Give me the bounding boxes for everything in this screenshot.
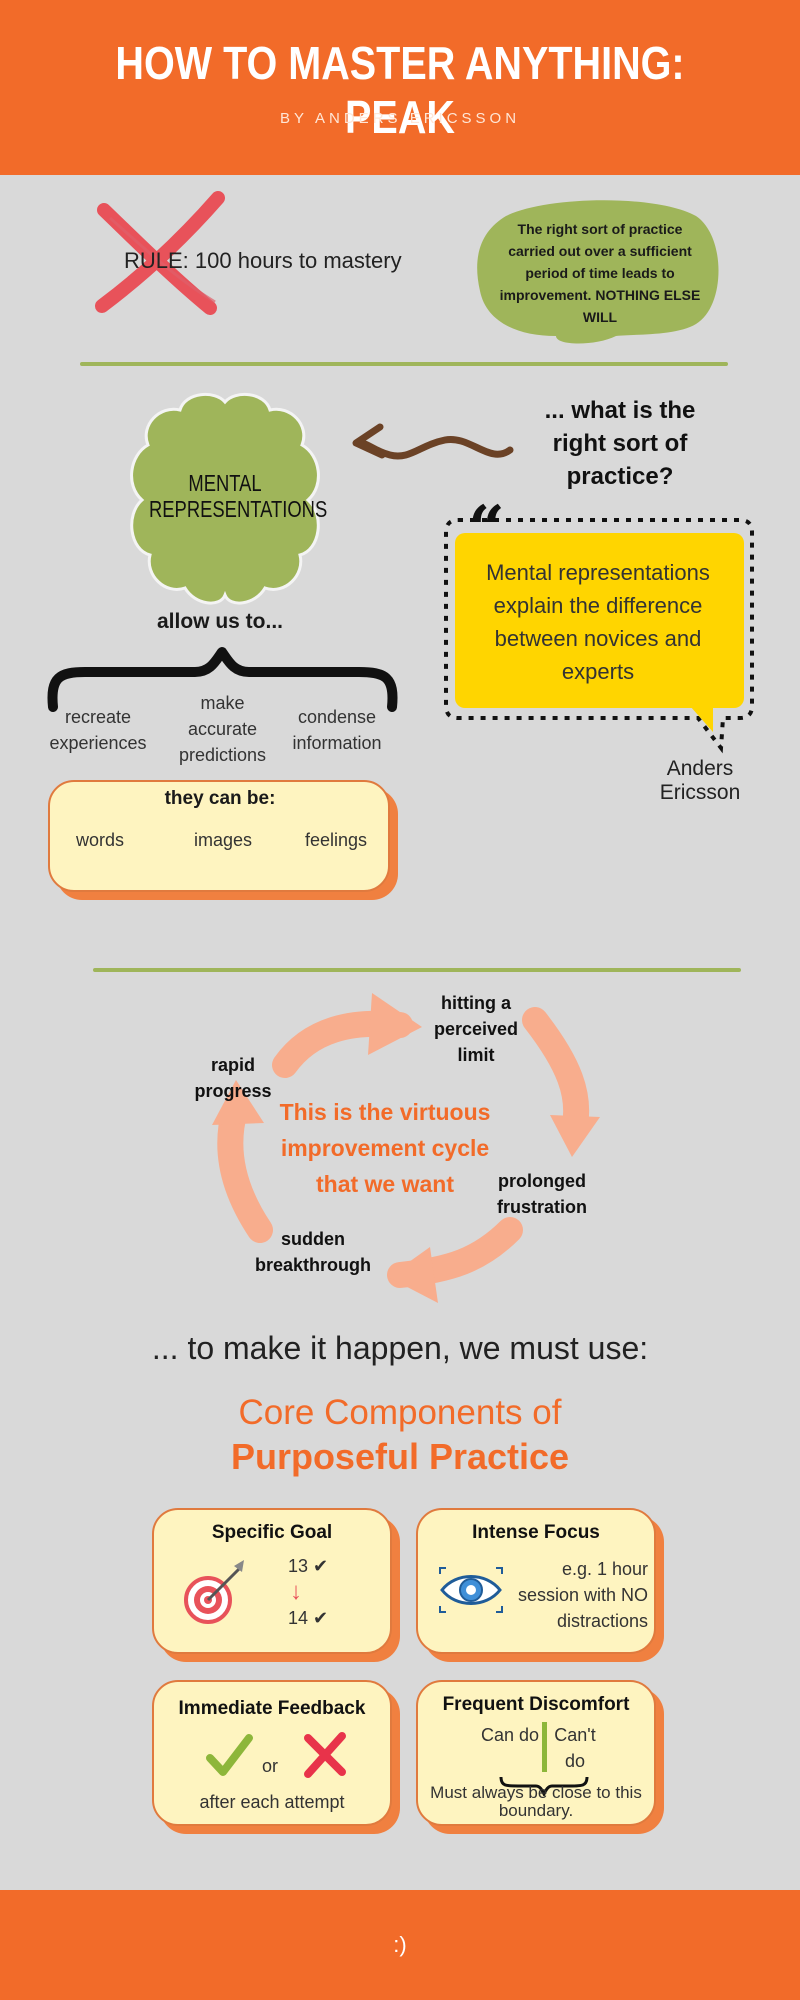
curly-brace-icon <box>47 647 398 712</box>
cycle-description: This is the virtuous improvement cycle t… <box>279 1099 491 1197</box>
goal-from: 13 ✔ <box>288 1556 329 1576</box>
down-arrow-icon: ↓ <box>290 1578 302 1605</box>
cross-icon <box>304 1732 346 1778</box>
footer-smile: :) <box>393 1932 407 1957</box>
check-icon <box>206 1734 253 1776</box>
cant-do-label: Can't do <box>554 1725 596 1771</box>
cycle-step-progress: rapid progress <box>194 1055 272 1101</box>
mastery-quote: The right sort of practice carried out o… <box>499 221 701 325</box>
core-title-line2: Purposeful Practice <box>230 1436 570 1477</box>
can-do-label: Can do <box>480 1725 540 1745</box>
can-be-card <box>48 780 390 892</box>
intense-focus-text: e.g. 1 hour session with NO distractions <box>517 1559 648 1631</box>
cross-out-icon <box>95 191 225 315</box>
cycle-step-breakthrough: sudden breakthrough <box>254 1229 371 1275</box>
boundary-brace-icon <box>499 1776 589 1796</box>
cycle-step-frustration: prolonged frustration <box>497 1171 587 1217</box>
boundary-line <box>542 1722 547 1772</box>
allow-item: recreate experiences <box>49 707 147 753</box>
target-icon <box>184 1560 244 1624</box>
core-title-line1: Core Components of <box>238 1393 562 1432</box>
allow-title: allow us to... <box>156 610 283 633</box>
rule-text: RULE: 100 hours to mastery <box>124 248 402 273</box>
brain-label: MENTAL REPRESENTATIONS <box>149 470 328 522</box>
frequent-discomfort-card <box>416 1680 656 1826</box>
goal-to: 14 ✔ <box>288 1608 329 1628</box>
intense-focus-card <box>416 1508 656 1654</box>
specific-goal-card <box>152 1508 392 1654</box>
practice-question: ... what is the right sort of practice? <box>544 397 696 490</box>
frequent-discomfort-title: Frequent Discomfort <box>442 1694 630 1715</box>
can-be-item: feelings <box>305 830 368 850</box>
can-be-item: words <box>76 830 125 850</box>
specific-goal-title: Specific Goal <box>211 1522 333 1543</box>
quote-mark-icon: “ <box>468 492 505 567</box>
cycle-step-limit: hitting a perceived limit <box>433 993 519 1065</box>
quote-author: Anders Ericsson <box>659 757 741 804</box>
page-title: HOW TO MASTER ANYTHING: PEAK <box>115 37 685 143</box>
divider-line <box>93 968 741 972</box>
divider-line <box>80 362 728 366</box>
intense-focus-title: Intense Focus <box>472 1522 600 1543</box>
curvy-arrow-icon <box>352 423 514 460</box>
author-byline: BY ANDERS ERICSSON <box>279 110 521 127</box>
quote-speech-blob <box>477 200 719 344</box>
allow-item: make accurate predictions <box>178 693 267 765</box>
brain-icon <box>130 392 320 605</box>
feedback-text: after each attempt <box>199 1792 345 1812</box>
discomfort-text: Must always be close to this boundary. <box>430 1783 642 1820</box>
can-be-item: images <box>194 830 253 850</box>
cycle-arrows-icon <box>212 993 600 1303</box>
make-it-happen-text: ... to make it happen, we must use: <box>151 1330 649 1366</box>
eye-icon <box>439 1567 503 1613</box>
feedback-or: or <box>262 1756 279 1776</box>
can-be-title: they can be: <box>164 788 276 809</box>
representations-quote: Mental representations explain the diffe… <box>486 560 710 684</box>
header-banner <box>0 0 800 175</box>
immediate-feedback-card <box>152 1680 392 1826</box>
immediate-feedback-title: Immediate Feedback <box>178 1698 366 1719</box>
allow-item: condense information <box>292 707 382 753</box>
footer-banner <box>0 1890 800 2000</box>
quote-box-frame <box>444 518 754 754</box>
